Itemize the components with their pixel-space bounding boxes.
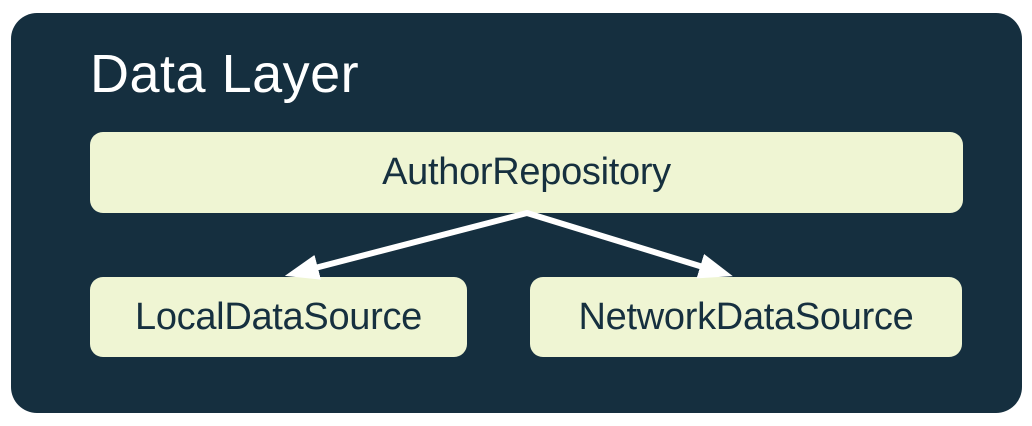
data-layer-panel: Data Layer AuthorRepository LocalDataSou…	[11, 13, 1022, 413]
panel-title: Data Layer	[90, 44, 360, 104]
node-local-data-source: LocalDataSource	[90, 277, 467, 357]
node-author-repository: AuthorRepository	[90, 132, 963, 213]
node-network-data-source-label: NetworkDataSource	[578, 295, 914, 338]
node-network-data-source: NetworkDataSource	[530, 277, 962, 357]
node-local-data-source-label: LocalDataSource	[134, 295, 422, 338]
node-author-repository-label: AuthorRepository	[382, 151, 671, 193]
